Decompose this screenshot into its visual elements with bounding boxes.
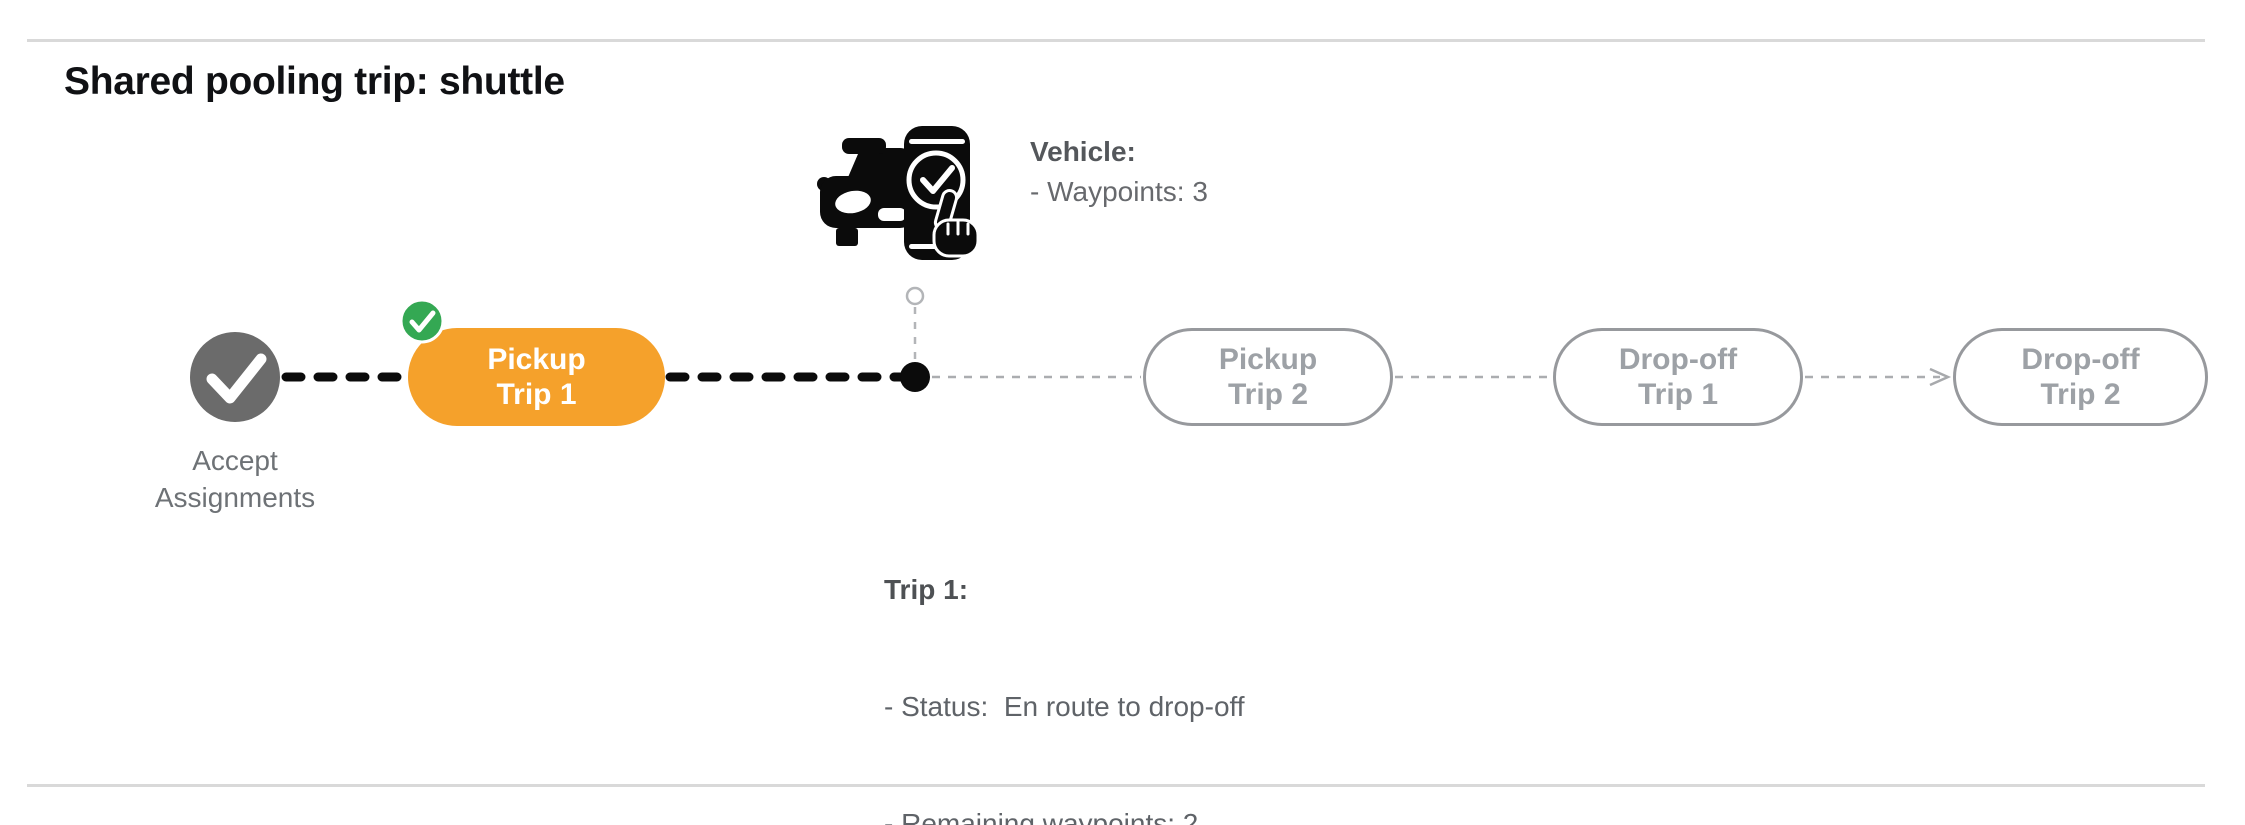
trip1-header: Trip 1: — [884, 574, 969, 605]
vehicle-label: Vehicle: — [1030, 136, 1136, 167]
vehicle-anchor-circle — [905, 286, 925, 306]
page-title: Shared pooling trip: shuttle — [64, 60, 565, 103]
vehicle-phone-check-icon — [817, 126, 980, 260]
trip1-waypoints: - Remaining waypoints: 2 — [884, 808, 1199, 825]
vehicle-waypoints: - Waypoints: 3 — [1030, 176, 1208, 207]
check-icon — [920, 165, 955, 194]
arrowhead-icon — [1929, 367, 1952, 387]
car-silhouette — [817, 138, 918, 246]
top-divider — [27, 39, 2205, 42]
vehicle-info: Vehicle: - Waypoints: 3 — [1030, 132, 1208, 212]
check-badge-icon — [399, 298, 445, 344]
check-icon — [206, 353, 267, 404]
current-location-dot — [900, 362, 930, 392]
bottom-divider — [27, 784, 2205, 787]
trip1-status: - Status: En route to drop-off — [884, 691, 1245, 722]
stop-pickup-trip-1: Pickup Trip 1 — [408, 328, 665, 426]
accept-assignments-node — [190, 332, 280, 422]
stop-pickup-trip-2: Pickup Trip 2 — [1143, 328, 1393, 426]
stop-dropoff-trip-2: Drop-off Trip 2 — [1953, 328, 2208, 426]
stop-dropoff-trip-1: Drop-off Trip 1 — [1553, 328, 1803, 426]
accept-assignments-label: Accept Assignments — [154, 445, 316, 513]
trip-status-panel: Trip 1: - Status: En route to drop-off -… — [884, 492, 1245, 825]
tapping-hand — [932, 189, 980, 258]
